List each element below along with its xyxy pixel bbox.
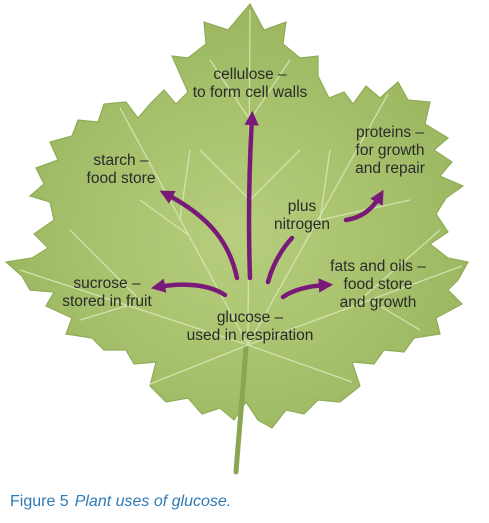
arrow-to-proteins-head	[343, 189, 384, 223]
label-cellulose: cellulose –to form cell walls	[192, 66, 308, 101]
leaf-diagram	[4, 2, 469, 475]
label-glucose: glucose –used in respiration	[186, 309, 314, 344]
figure-caption-text: Plant uses of glucose.	[74, 493, 232, 510]
leaf-veins	[19, 9, 463, 385]
arrow-to-starch	[159, 190, 240, 281]
leaf-stalk	[233, 342, 249, 475]
label-starch: starch –food store	[86, 152, 156, 187]
arrow-to-cellulose	[244, 110, 259, 281]
figure-caption: Figure 5 Plant uses of glucose.	[10, 493, 231, 511]
arrow-to-fats	[280, 278, 334, 300]
figure-number: Figure 5	[10, 493, 69, 510]
arrow-to-sucrose	[150, 278, 228, 298]
label-sucrose: sucrose –stored in fruit	[62, 275, 152, 310]
arrow-to-proteins	[265, 235, 295, 285]
